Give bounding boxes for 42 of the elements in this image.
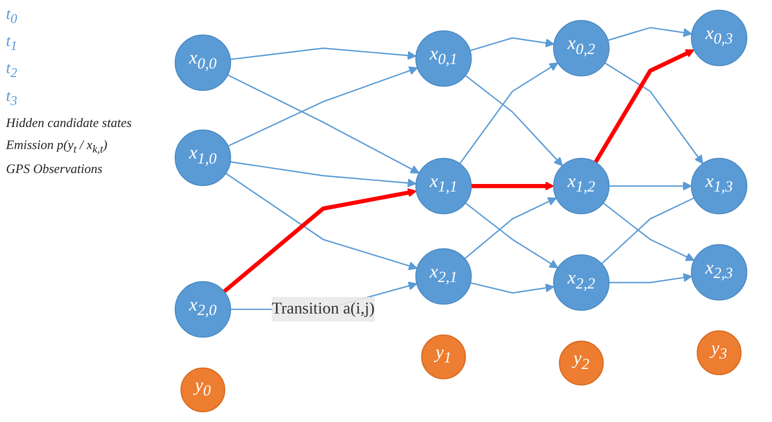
node-circle bbox=[558, 340, 604, 386]
arrow bbox=[459, 62, 558, 164]
arrow bbox=[470, 37, 554, 52]
annotation-text: GPS Observations bbox=[6, 161, 104, 178]
time-step-label: t$_{3}$ bbox=[6, 88, 18, 109]
node-circle bbox=[174, 34, 232, 91]
node-circle bbox=[174, 281, 232, 338]
arrow bbox=[470, 282, 554, 294]
node-circle bbox=[553, 20, 610, 76]
arrow bbox=[465, 202, 558, 268]
arrow bbox=[609, 273, 692, 284]
node-circle bbox=[415, 158, 472, 214]
node-circle bbox=[690, 244, 748, 300]
time-step-label: t$_{0}$ bbox=[6, 6, 18, 28]
arrow bbox=[471, 181, 554, 191]
arrow bbox=[609, 181, 692, 191]
time-step-label: t$_{1}$ bbox=[6, 33, 18, 54]
arrow bbox=[227, 74, 420, 174]
node-circle bbox=[421, 334, 466, 380]
arrow bbox=[230, 161, 416, 188]
node-circle bbox=[690, 158, 748, 214]
node-circle bbox=[174, 130, 232, 186]
node-circle bbox=[690, 10, 748, 66]
node-circle bbox=[553, 254, 610, 311]
arrow bbox=[464, 197, 557, 260]
trellis-diagram: Transition a(i,j) x$_{0,0}$ x$_{0,1}$ x$_{0,2}$ x$_{0,3}$ x$_{1,0}$ x$_{1,1}$ x$_{1,2}$ x$_{1,3}$ x$_{2,0}$ x$_{2,1}$ x$_{2,2}$ x$_{2,3}$ y$_{0}$ y$_{1}$ y$_{2}$ y$_{3}$ bbox=[150, 2, 772, 420]
arrow bbox=[230, 48, 416, 60]
arrow bbox=[608, 26, 692, 41]
arrow bbox=[465, 74, 563, 166]
annotation-text: Hidden candidate states bbox=[6, 114, 133, 131]
arrow bbox=[594, 49, 695, 164]
arrow bbox=[228, 66, 418, 147]
node-circle bbox=[415, 30, 472, 87]
node-circle bbox=[553, 158, 610, 214]
arrow bbox=[225, 172, 418, 270]
arrow bbox=[604, 62, 704, 164]
node-circle bbox=[415, 248, 472, 305]
arrow bbox=[222, 188, 417, 294]
node-circle bbox=[180, 367, 226, 412]
node-circle bbox=[696, 330, 742, 376]
time-step-label: t$_{2}$ bbox=[6, 60, 18, 82]
annotation-text: Emission p(y$_{t}$ / x$_{k,t}$) bbox=[6, 136, 108, 156]
